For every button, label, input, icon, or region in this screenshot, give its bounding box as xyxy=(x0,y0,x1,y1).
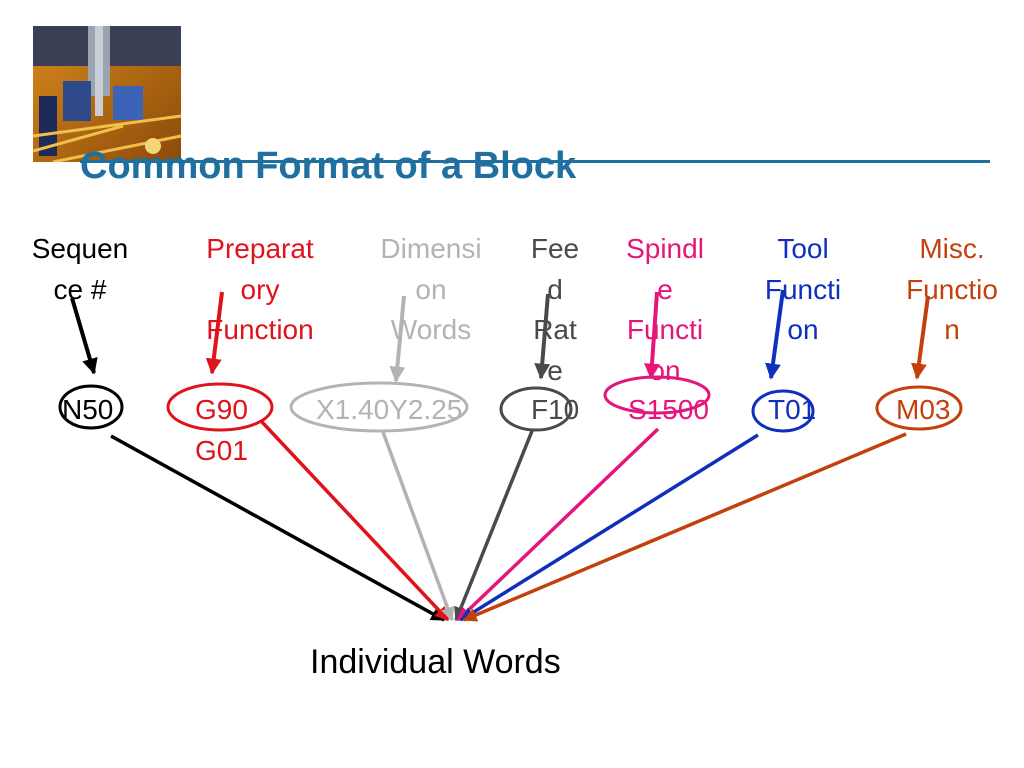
label-line: Tool xyxy=(777,233,829,264)
label-line: Misc. xyxy=(919,233,985,264)
label-arrow-dimension xyxy=(389,295,406,383)
converge-arrow-dimension xyxy=(381,431,455,622)
ellipse-sequence xyxy=(58,384,124,430)
label-line: on xyxy=(787,314,819,345)
label-arrow-preparatory xyxy=(205,291,224,375)
label-line: ce # xyxy=(53,273,107,305)
word-sequence: N50 xyxy=(62,389,113,430)
label-line: d xyxy=(547,273,563,305)
word-value: N50 xyxy=(62,394,114,425)
word-value: G90 xyxy=(195,394,248,425)
word-spindle: S1500 xyxy=(628,389,709,430)
label-line: Fee xyxy=(530,233,580,264)
word-dimension: X1.40Y2.25 xyxy=(316,389,462,430)
label-line: Functio xyxy=(906,273,998,305)
label-line: ory xyxy=(240,273,280,305)
label-line: Functi xyxy=(764,273,842,305)
label-line: Preparat xyxy=(206,233,314,264)
ellipse-dimension xyxy=(289,381,469,433)
label-line: e xyxy=(657,273,673,305)
label-line: e xyxy=(547,354,563,386)
label-line: Dimensi xyxy=(380,233,482,264)
ellipse-tool xyxy=(751,389,815,433)
converge-arrow-spindle xyxy=(456,427,660,622)
label-line: Function xyxy=(206,314,314,345)
converge-arrow-misc xyxy=(462,432,907,622)
label-arrow-tool xyxy=(765,289,785,380)
individual-words-label: Individual Words xyxy=(310,643,561,681)
label-line: Words xyxy=(390,314,472,345)
label-sequence: Sequen ce # xyxy=(0,229,160,310)
label-line: n xyxy=(944,314,960,345)
slide-title: Common Format of a Block xyxy=(80,145,577,187)
converge-arrow-sequence xyxy=(110,434,446,622)
ellipse-spindle xyxy=(603,375,711,415)
label-line: Rat xyxy=(533,314,577,345)
title-underline xyxy=(80,160,990,163)
label-arrow-misc xyxy=(910,295,930,380)
ellipse-misc xyxy=(875,385,963,431)
converge-arrow-tool xyxy=(459,433,759,622)
word-value: G01 xyxy=(195,435,248,466)
label-arrow-spindle xyxy=(644,291,660,380)
ellipse-feed xyxy=(499,386,573,432)
label-line: Functi xyxy=(626,314,704,345)
label-misc: Misc. Functio n xyxy=(872,229,1024,351)
ellipse-preparatory xyxy=(166,382,274,432)
label-line: Sequen xyxy=(31,233,129,264)
word-value: X1.40Y2.25 xyxy=(316,394,463,425)
label-arrow-sequence xyxy=(70,297,98,375)
converge-arrow-feed xyxy=(454,430,534,622)
label-line: on xyxy=(415,273,447,305)
label-arrow-feed xyxy=(534,293,551,380)
converge-arrow-preparatory xyxy=(260,420,450,622)
word-misc: M03 xyxy=(896,389,950,430)
word-value: S1500 xyxy=(628,394,709,425)
circuit-board-photo xyxy=(33,26,181,162)
label-line: Spindl xyxy=(626,233,704,264)
word-value: M03 xyxy=(896,394,951,425)
